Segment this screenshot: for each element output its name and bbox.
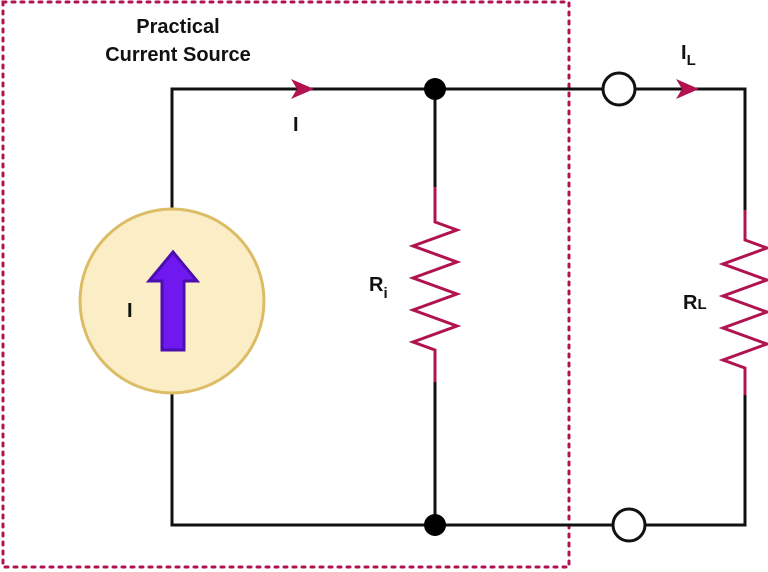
load-current-label: IL: [681, 42, 696, 69]
branch-current-label: I: [293, 114, 299, 136]
bottom-wire-left: [170, 391, 614, 527]
internal-resistor-symbol: R: [369, 274, 384, 296]
junction-node-bottom: [424, 514, 446, 536]
terminal-bottom: [611, 507, 647, 543]
practical-source-box: [1, 0, 571, 569]
load-current-symbol: I: [681, 42, 687, 64]
load-resistor-subscript: L: [697, 296, 706, 313]
load-resistor-label: RL: [683, 292, 707, 314]
top-wire-left: [170, 87, 604, 212]
current-source-arrow-icon: [145, 249, 201, 352]
internal-resistor: [408, 187, 462, 382]
load-resistor: [718, 210, 768, 395]
wires: [170, 87, 747, 527]
box-title-line2: Current Source: [105, 44, 251, 66]
internal-resistor-label: Ri: [369, 274, 388, 302]
load-current-subscript: L: [687, 52, 696, 69]
junction-node-top: [424, 78, 446, 100]
current-arrow-icon: [291, 79, 314, 99]
box-title-line1: Practical: [136, 16, 219, 38]
load-current-arrow-icon: [676, 79, 699, 99]
terminal-top: [601, 71, 637, 107]
source-label: I: [127, 300, 133, 322]
load-resistor-symbol: R: [683, 292, 698, 314]
internal-resistor-subscript: i: [383, 285, 387, 302]
